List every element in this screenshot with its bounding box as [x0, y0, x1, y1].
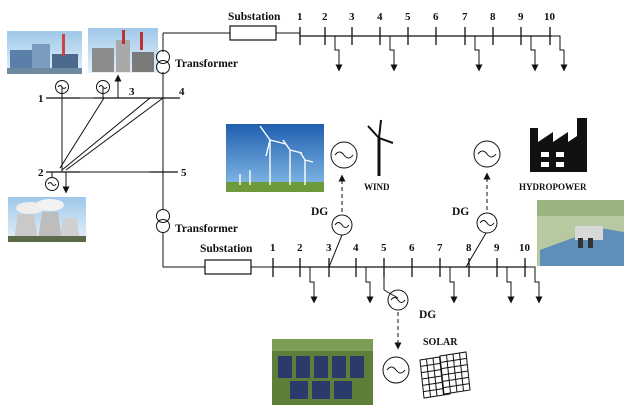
top-bus-label: 10	[544, 11, 556, 23]
generator-icon	[331, 214, 353, 236]
top-bus-label: 7	[462, 11, 468, 23]
cooling-tower-photo	[8, 197, 86, 242]
power-plant-photo-1	[7, 31, 82, 74]
top-feeder-buses: 1 2 3 4 5 6 7 8 9 10	[297, 11, 556, 45]
bus-label-3: 3	[129, 86, 135, 98]
hydropower-photo	[537, 200, 624, 266]
top-bus-label: 4	[377, 11, 383, 23]
transmission-network	[46, 32, 230, 268]
wind-turbine-icon	[367, 119, 394, 176]
generator-icon	[382, 356, 410, 384]
wind-label: WIND	[364, 182, 390, 192]
bottom-bus-label: 2	[297, 242, 303, 254]
bottom-bus-label: 8	[466, 242, 472, 254]
transformer-bottom-label: Transformer	[175, 223, 238, 235]
bottom-bus-label: 3	[326, 242, 332, 254]
dg-wind-label: DG	[311, 206, 328, 218]
bottom-bus-label: 9	[494, 242, 500, 254]
bus-label-1: 1	[38, 93, 44, 105]
load-arrow-icon	[550, 35, 568, 72]
generator-icon	[55, 80, 69, 94]
bottom-bus-label: 4	[353, 242, 359, 254]
transformer-top-label: Transformer	[175, 58, 238, 70]
top-bus-label: 8	[490, 11, 496, 23]
transformer-icon	[156, 50, 170, 74]
load-arrow-icon	[521, 35, 539, 72]
solar-farm-photo	[272, 339, 373, 405]
substation-top-box	[229, 25, 277, 41]
load-arrow-icon	[325, 35, 343, 72]
solar-label: SOLAR	[423, 337, 458, 348]
load-arrow-icon	[525, 266, 543, 304]
load-arrow-icon	[497, 266, 515, 304]
wind-farm-photo	[226, 124, 324, 192]
solar-panel-icon	[419, 351, 471, 399]
bus-label-4: 4	[179, 86, 185, 98]
bottom-bus-label: 1	[270, 242, 276, 254]
transformer-icon	[156, 209, 170, 233]
bottom-bus-label: 7	[437, 242, 443, 254]
generator-icon	[45, 177, 59, 191]
power-plant-photo-2	[88, 28, 158, 73]
generator-icon	[330, 141, 358, 169]
generator-icon	[96, 80, 110, 94]
dg-solar-label: DG	[419, 309, 436, 321]
dg-hydro-label: DG	[452, 206, 469, 218]
load-arrow-icon	[465, 35, 483, 72]
top-bus-label: 9	[518, 11, 524, 23]
generator-icon	[476, 212, 498, 234]
load-arrow-icon	[380, 35, 398, 72]
bottom-feeder-loads	[300, 266, 543, 304]
load-arrow-icon	[300, 266, 318, 304]
top-feeder-loads	[325, 35, 568, 72]
bus-label-5: 5	[181, 167, 187, 179]
bottom-bus-label: 6	[409, 242, 415, 254]
bottom-bus-label: 10	[519, 242, 531, 254]
top-bus-label: 3	[349, 11, 355, 23]
load-arrow-icon	[356, 266, 374, 304]
substation-bottom-label: Substation	[200, 243, 253, 255]
substation-bottom-box	[204, 259, 252, 275]
substation-top-label: Substation	[228, 11, 281, 23]
top-bus-label: 2	[322, 11, 328, 23]
hydropower-label: HYDROPOWER	[519, 182, 587, 192]
top-bus-label: 6	[433, 11, 439, 23]
factory-icon	[530, 118, 587, 172]
top-bus-label: 5	[405, 11, 411, 23]
bottom-feeder-buses: 1 2 3 4 5 6 7 8 9 10	[270, 242, 531, 277]
bus-label-2: 2	[38, 167, 44, 179]
load-arrow-icon	[440, 266, 458, 304]
generator-icon	[473, 140, 501, 168]
bottom-bus-label: 5	[381, 242, 387, 254]
generator-icon	[387, 289, 409, 311]
top-bus-label: 1	[297, 11, 303, 23]
